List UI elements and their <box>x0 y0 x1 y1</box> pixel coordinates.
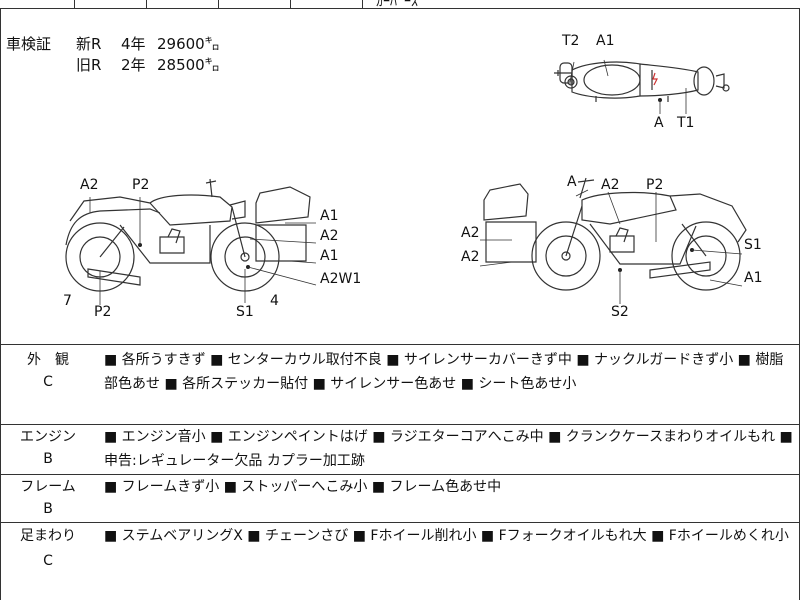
motorcycle-top-view-icon <box>554 59 730 114</box>
category-grade: C <box>43 553 53 569</box>
label-right-a: A <box>567 174 577 190</box>
shaken-label: 車検証 <box>6 35 52 53</box>
top-cell <box>146 0 219 8</box>
label-left-s1: S1 <box>236 304 254 320</box>
shaken-old-km: 28500㌔ <box>157 56 220 74</box>
top-cell <box>290 0 363 8</box>
label-right-p2: P2 <box>646 177 664 193</box>
top-fragment-text: ｶｰﾊﾟｰｽ <box>376 0 418 10</box>
condition-row-exterior: 外 観 C ■ 各所うすきず ■ センターカウル取付不良 ■ サイレンサーカバー… <box>0 346 800 424</box>
row-divider <box>0 424 800 425</box>
condition-row-suspension: 足まわり C ■ ステムベアリングX ■ チェーンさび ■ Fホイール削れ小 ■… <box>0 524 800 600</box>
label-right-s1: S1 <box>744 237 762 253</box>
label-right-a2-top: A2 <box>601 177 620 193</box>
label-left-a2-mid: A2 <box>320 228 339 244</box>
shaken-old-years: 2年 <box>121 56 146 74</box>
category-grade: C <box>43 374 53 390</box>
category-label: エンジン <box>20 429 76 445</box>
condition-row-frame: フレーム B ■ フレームきず小 ■ ストッパーへこみ小 ■ フレーム色あせ中 <box>0 475 800 521</box>
category-label: 外 観 <box>27 352 69 368</box>
label-top-a: A <box>654 115 664 131</box>
label-left-a1-lower: A1 <box>320 248 339 264</box>
label-top-t2: T2 <box>562 33 580 49</box>
condition-row-engine: エンジン B ■ エンジン音小 ■ エンジンペイントはげ ■ ラジエターコアへこ… <box>0 425 800 473</box>
condition-text: ■ 各所うすきず ■ センターカウル取付不良 ■ サイレンサーカバーきず中 ■ … <box>104 352 784 392</box>
label-right-a2-lower: A2 <box>461 249 480 265</box>
label-top-a1: A1 <box>596 33 615 49</box>
condition-text: ■ フレームきず小 ■ ストッパーへこみ小 ■ フレーム色あせ中 <box>104 479 502 495</box>
shaken-new-years: 4年 <box>121 35 146 53</box>
top-cell <box>0 0 75 8</box>
label-right-a2-upper: A2 <box>461 225 480 241</box>
motorcycle-right-side-icon <box>479 177 747 304</box>
label-left-7: 7 <box>63 293 72 309</box>
label-left-p2: P2 <box>132 177 150 193</box>
label-left-a2w1: A2W1 <box>320 271 362 287</box>
top-cell <box>74 0 147 8</box>
category-grade: B <box>43 451 53 467</box>
category-label: フレーム <box>20 479 76 495</box>
label-left-4: 4 <box>270 293 279 309</box>
condition-text: ■ ステムベアリングX ■ チェーンさび ■ Fホイール削れ小 ■ Fフォークオ… <box>104 528 789 544</box>
label-right-s2: S2 <box>611 304 629 320</box>
damage-diagram-area: 車検証 新R 4年 29600㌔ 旧R 2年 28500㌔ T2 A1 <box>0 8 800 345</box>
motorcycle-left-side-icon <box>65 178 317 305</box>
top-table-strip: ｶｰﾊﾟｰｽ <box>0 0 800 10</box>
shaken-new-type: 新R <box>76 35 102 53</box>
label-left-a1-upper: A1 <box>320 208 339 224</box>
label-top-t1: T1 <box>677 115 695 131</box>
frame-left-border <box>0 8 1 600</box>
label-left-p2-lower: P2 <box>94 304 112 320</box>
shaken-old-type: 旧R <box>76 56 102 74</box>
condition-text: ■ エンジン音小 ■ エンジンペイントはげ ■ ラジエターコアへこみ中 ■ クラ… <box>104 429 793 469</box>
top-cell <box>218 0 291 8</box>
row-divider <box>0 522 800 523</box>
label-left-a2: A2 <box>80 177 99 193</box>
row-divider <box>0 474 800 475</box>
label-right-a1: A1 <box>744 270 763 286</box>
category-label: 足まわり <box>20 528 76 544</box>
shaken-new-km: 29600㌔ <box>157 35 220 53</box>
category-grade: B <box>43 501 53 517</box>
